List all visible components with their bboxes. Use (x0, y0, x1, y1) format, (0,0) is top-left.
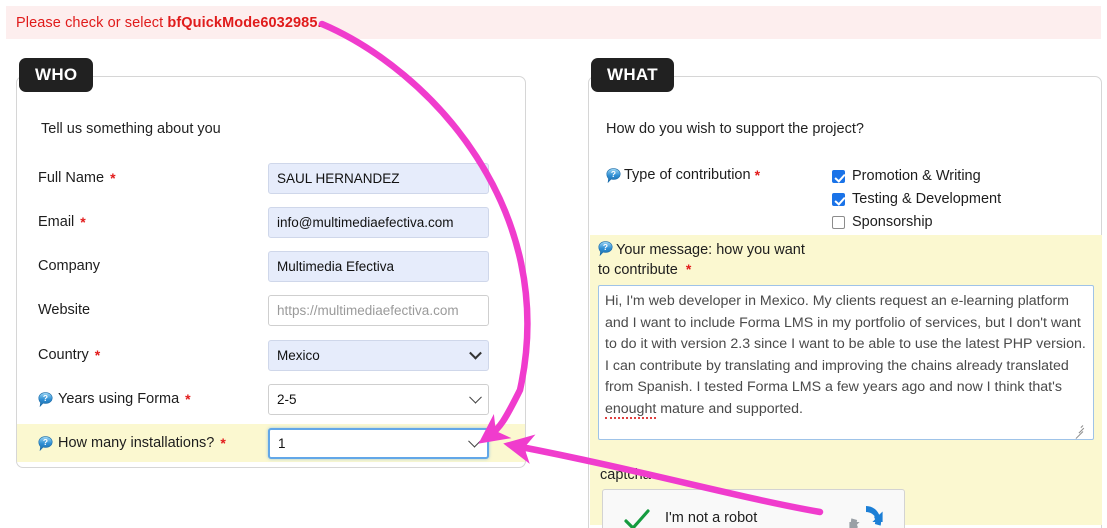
field-placeholder: https://multimediaefectiva.com (277, 302, 459, 318)
help-bubble-icon[interactable]: ? (598, 241, 613, 256)
field-label-how-many-installations: ? How many installations? * (38, 435, 226, 451)
field-label-text: Website (38, 302, 91, 318)
field-label-text: How many installations? (58, 435, 215, 451)
checkbox-checked-icon[interactable] (832, 192, 845, 206)
select-how-many-installations[interactable]: 1 (268, 427, 489, 459)
field-label-email: Email * (38, 214, 86, 230)
type-of-contribution-label-text: Type of contribution (624, 167, 751, 183)
form-row-full-name: Full Name * SAUL HERNANDEZ (17, 159, 525, 197)
validation-error-field-id: bfQuickMode6032985. (167, 14, 322, 31)
field-label-company: Company (38, 258, 100, 274)
field-value: 2-5 (277, 391, 297, 407)
checkbox-label: Promotion & Writing (852, 168, 981, 184)
input-full-name[interactable]: SAUL HERNANDEZ (268, 162, 489, 194)
field-value: Mexico (277, 347, 320, 363)
message-label-line2: to contribute (598, 262, 678, 278)
svg-text:?: ? (43, 393, 48, 403)
chevron-down-icon (468, 434, 481, 448)
who-panel-intro: Tell us something about you (41, 121, 221, 137)
field-label-full-name: Full Name * (38, 170, 116, 186)
input-email[interactable]: info@multimediaefectiva.com (268, 206, 489, 238)
select-country[interactable]: Mexico (268, 339, 489, 371)
select-years-using-forma[interactable]: 2-5 (268, 383, 489, 415)
chevron-down-icon (469, 390, 482, 404)
textarea-resize-handle[interactable] (1073, 422, 1084, 439)
message-label-line1: Your message: how you want (616, 242, 805, 258)
help-bubble-icon[interactable]: ? (38, 435, 53, 451)
recaptcha-checkbox-label: I'm not a robot (665, 510, 758, 526)
checkbox-row-sponsorship[interactable]: Sponsorship (832, 211, 1001, 233)
checkbox-label: Testing & Development (852, 191, 1002, 207)
required-asterisk: * (94, 347, 101, 363)
captcha-label: captcha (600, 467, 651, 483)
field-value: SAUL HERNANDEZ (277, 170, 400, 186)
validation-error-banner: Please check or select bfQuickMode603298… (6, 6, 1101, 39)
validation-error-text: Please check or select bfQuickMode603298… (16, 15, 322, 31)
field-label-text: Years using Forma (58, 391, 180, 407)
form-row-how-many-installations: ? How many installations? * 1 (17, 424, 525, 462)
checkbox-row-testing-development[interactable]: Testing & Development (832, 188, 1001, 210)
input-website[interactable]: https://multimediaefectiva.com (268, 294, 489, 326)
field-value: 1 (278, 435, 286, 451)
what-panel-badge: WHAT (591, 58, 674, 92)
what-panel-intro: How do you wish to support the project? (606, 121, 864, 137)
required-asterisk: * (185, 391, 191, 407)
who-panel: WHO Tell us something about you Full Nam… (16, 58, 526, 468)
help-bubble-icon[interactable]: ? (38, 391, 53, 407)
misspelled-word: enought (605, 400, 657, 419)
message-textarea[interactable]: Hi, I'm web developer in Mexico. My clie… (598, 285, 1094, 440)
checkbox-unchecked-icon[interactable] (832, 215, 845, 229)
required-asterisk: * (110, 170, 116, 186)
svg-text:?: ? (43, 437, 48, 447)
recaptcha-verified-check-icon (623, 506, 651, 528)
field-label-text: Country (38, 347, 89, 363)
form-row-country: Country * Mexico (17, 336, 525, 374)
field-label-text: Email (38, 214, 75, 230)
validation-error-prefix: Please check or select (16, 14, 168, 31)
recaptcha-logo-icon (844, 500, 888, 528)
field-label-text: Company (38, 258, 101, 274)
field-value: info@multimediaefectiva.com (277, 214, 454, 230)
message-highlight-block: ? Your message: how you want to contribu… (590, 235, 1102, 528)
field-label-website: Website (38, 302, 90, 318)
input-company[interactable]: Multimedia Efectiva (268, 250, 489, 282)
who-panel-badge: WHO (19, 58, 94, 92)
required-asterisk: * (685, 261, 692, 277)
field-label-years-using-forma: ? Years using Forma * (38, 391, 191, 407)
checkbox-row-promotion-writing[interactable]: Promotion & Writing (832, 165, 1001, 187)
help-bubble-icon[interactable]: ? (606, 167, 621, 183)
field-label-text: Full Name (38, 170, 105, 186)
required-asterisk: * (220, 435, 226, 451)
required-asterisk: * (80, 214, 86, 230)
type-of-contribution-label: ? Type of contribution * (606, 167, 760, 183)
message-label: ? Your message: how you want to contribu… (598, 241, 928, 280)
field-value: Multimedia Efectiva (277, 258, 395, 274)
what-panel: WHAT How do you wish to support the proj… (588, 58, 1102, 528)
form-row-website: Website https://multimediaefectiva.com (17, 291, 525, 329)
checkbox-checked-icon[interactable] (832, 169, 845, 183)
recaptcha-widget[interactable]: I'm not a robot reCAPTCHA (602, 489, 905, 528)
form-row-company: Company Multimedia Efectiva (17, 247, 525, 285)
chevron-down-icon (469, 346, 482, 360)
field-label-country: Country * (38, 347, 100, 363)
form-row-years-using-forma: ? Years using Forma * 2-5 (17, 380, 525, 418)
svg-text:?: ? (603, 242, 608, 252)
checkbox-label: Sponsorship (852, 214, 933, 230)
form-row-email: Email * info@multimediaefectiva.com (17, 203, 525, 241)
svg-text:?: ? (611, 169, 616, 179)
required-asterisk: * (754, 167, 761, 183)
